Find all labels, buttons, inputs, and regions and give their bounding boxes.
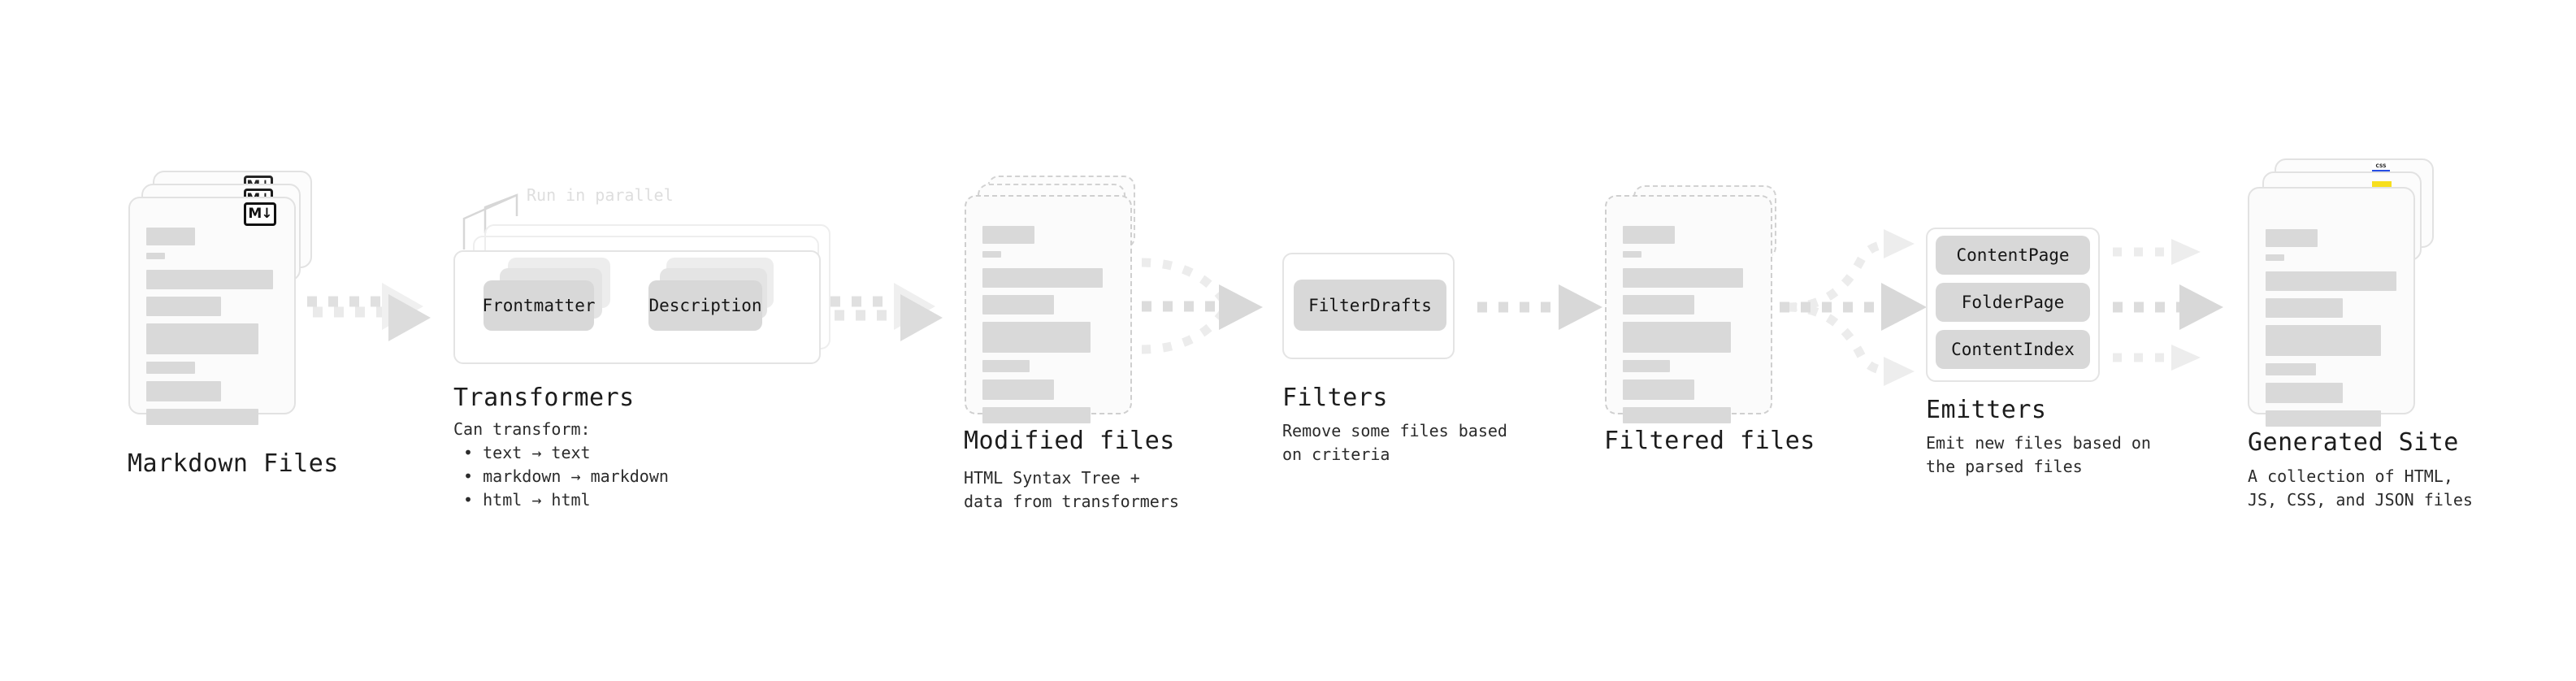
- stage-title-filters: Filters: [1282, 384, 1388, 412]
- css-icon-label: CSS: [2375, 163, 2387, 169]
- connector-filtered-to-emitters: [1780, 229, 1927, 386]
- markdown-badge: M↓: [244, 202, 276, 226]
- emitter-chip-contentindex[interactable]: ContentIndex: [1936, 330, 2090, 369]
- content-bar: [982, 322, 1091, 353]
- site-doc-content: [2266, 229, 2397, 434]
- content-bar: [982, 226, 1034, 244]
- content-bar: [982, 407, 1091, 423]
- modified-document: [965, 195, 1132, 423]
- content-bar: [982, 295, 1054, 314]
- stage-title-markdown-files: Markdown Files: [128, 449, 339, 478]
- stage-desc-filters: Remove some files based on criteria: [1282, 421, 1507, 464]
- run-in-parallel-label: Run in parallel: [527, 185, 674, 205]
- stage-desc-emitters: Emit new files based on the parsed files: [1926, 433, 2151, 476]
- content-bar: [2266, 363, 2316, 375]
- filtered-doc-content: [1623, 226, 1754, 431]
- content-bar: [146, 381, 221, 401]
- content-bar: [1623, 251, 1641, 258]
- stage-title-emitters: Emitters: [1926, 396, 2047, 424]
- stage-desc-transformers: Can transform: • text → text • markdown …: [453, 419, 669, 510]
- content-bar: [1623, 226, 1675, 244]
- content-bar: [1623, 295, 1694, 314]
- content-bar: [2266, 298, 2343, 318]
- content-bar: [146, 297, 221, 316]
- content-bar: [1623, 268, 1743, 288]
- connector-filters-to-filtered: [1477, 284, 1602, 330]
- content-bar: [982, 251, 1001, 258]
- content-bar: [982, 360, 1030, 372]
- stage-title-transformers: Transformers: [453, 384, 635, 412]
- connector-emitters-to-site: [2113, 239, 2223, 371]
- connector-transformers-to-modified: [830, 283, 943, 341]
- stage-title-filtered-files: Filtered files: [1604, 427, 1815, 455]
- site-document: [2248, 187, 2415, 427]
- content-bar: [146, 409, 258, 425]
- content-bar: [2266, 410, 2381, 427]
- emitter-chip-folderpage[interactable]: FolderPage: [1936, 283, 2090, 322]
- content-bar: [2266, 254, 2284, 261]
- content-bar: [982, 268, 1103, 288]
- markdown-document: [128, 197, 296, 425]
- transformer-chip-description[interactable]: Description: [648, 280, 762, 331]
- css-icon: CSS: [2372, 161, 2390, 172]
- connector-modified-to-filters: [1141, 258, 1263, 354]
- content-bar: [1623, 322, 1731, 353]
- markdown-doc-content: [146, 228, 278, 432]
- stage-title-generated-site: Generated Site: [2248, 428, 2459, 457]
- markdown-badge-label: M↓: [248, 206, 272, 222]
- content-bar: [1623, 407, 1731, 423]
- content-bar: [1623, 380, 1694, 400]
- content-bar: [1623, 360, 1670, 372]
- content-bar: [146, 253, 165, 259]
- content-bar: [146, 362, 195, 374]
- filter-chip-filterdrafts[interactable]: FilterDrafts: [1294, 280, 1446, 331]
- modified-doc-content: [982, 226, 1114, 431]
- content-bar: [2266, 229, 2318, 247]
- content-bar: [2266, 383, 2343, 403]
- content-bar: [2266, 325, 2381, 356]
- stage-desc-generated-site: A collection of HTML, JS, CSS, and JSON …: [2248, 466, 2473, 510]
- content-bar: [146, 228, 195, 245]
- stage-desc-modified-files: HTML Syntax Tree + data from transformer…: [964, 468, 1179, 511]
- content-bar: [146, 270, 273, 289]
- content-bar: [982, 380, 1054, 400]
- connector-md-to-transformers: [307, 283, 431, 341]
- emitter-chip-contentpage[interactable]: ContentPage: [1936, 236, 2090, 275]
- stage-title-modified-files: Modified files: [964, 427, 1175, 455]
- filtered-document: [1605, 195, 1772, 423]
- content-bar: [2266, 271, 2396, 291]
- content-bar: [146, 323, 258, 354]
- css-icon-bar: [2372, 170, 2390, 172]
- transformer-chip-frontmatter[interactable]: Frontmatter: [482, 280, 596, 331]
